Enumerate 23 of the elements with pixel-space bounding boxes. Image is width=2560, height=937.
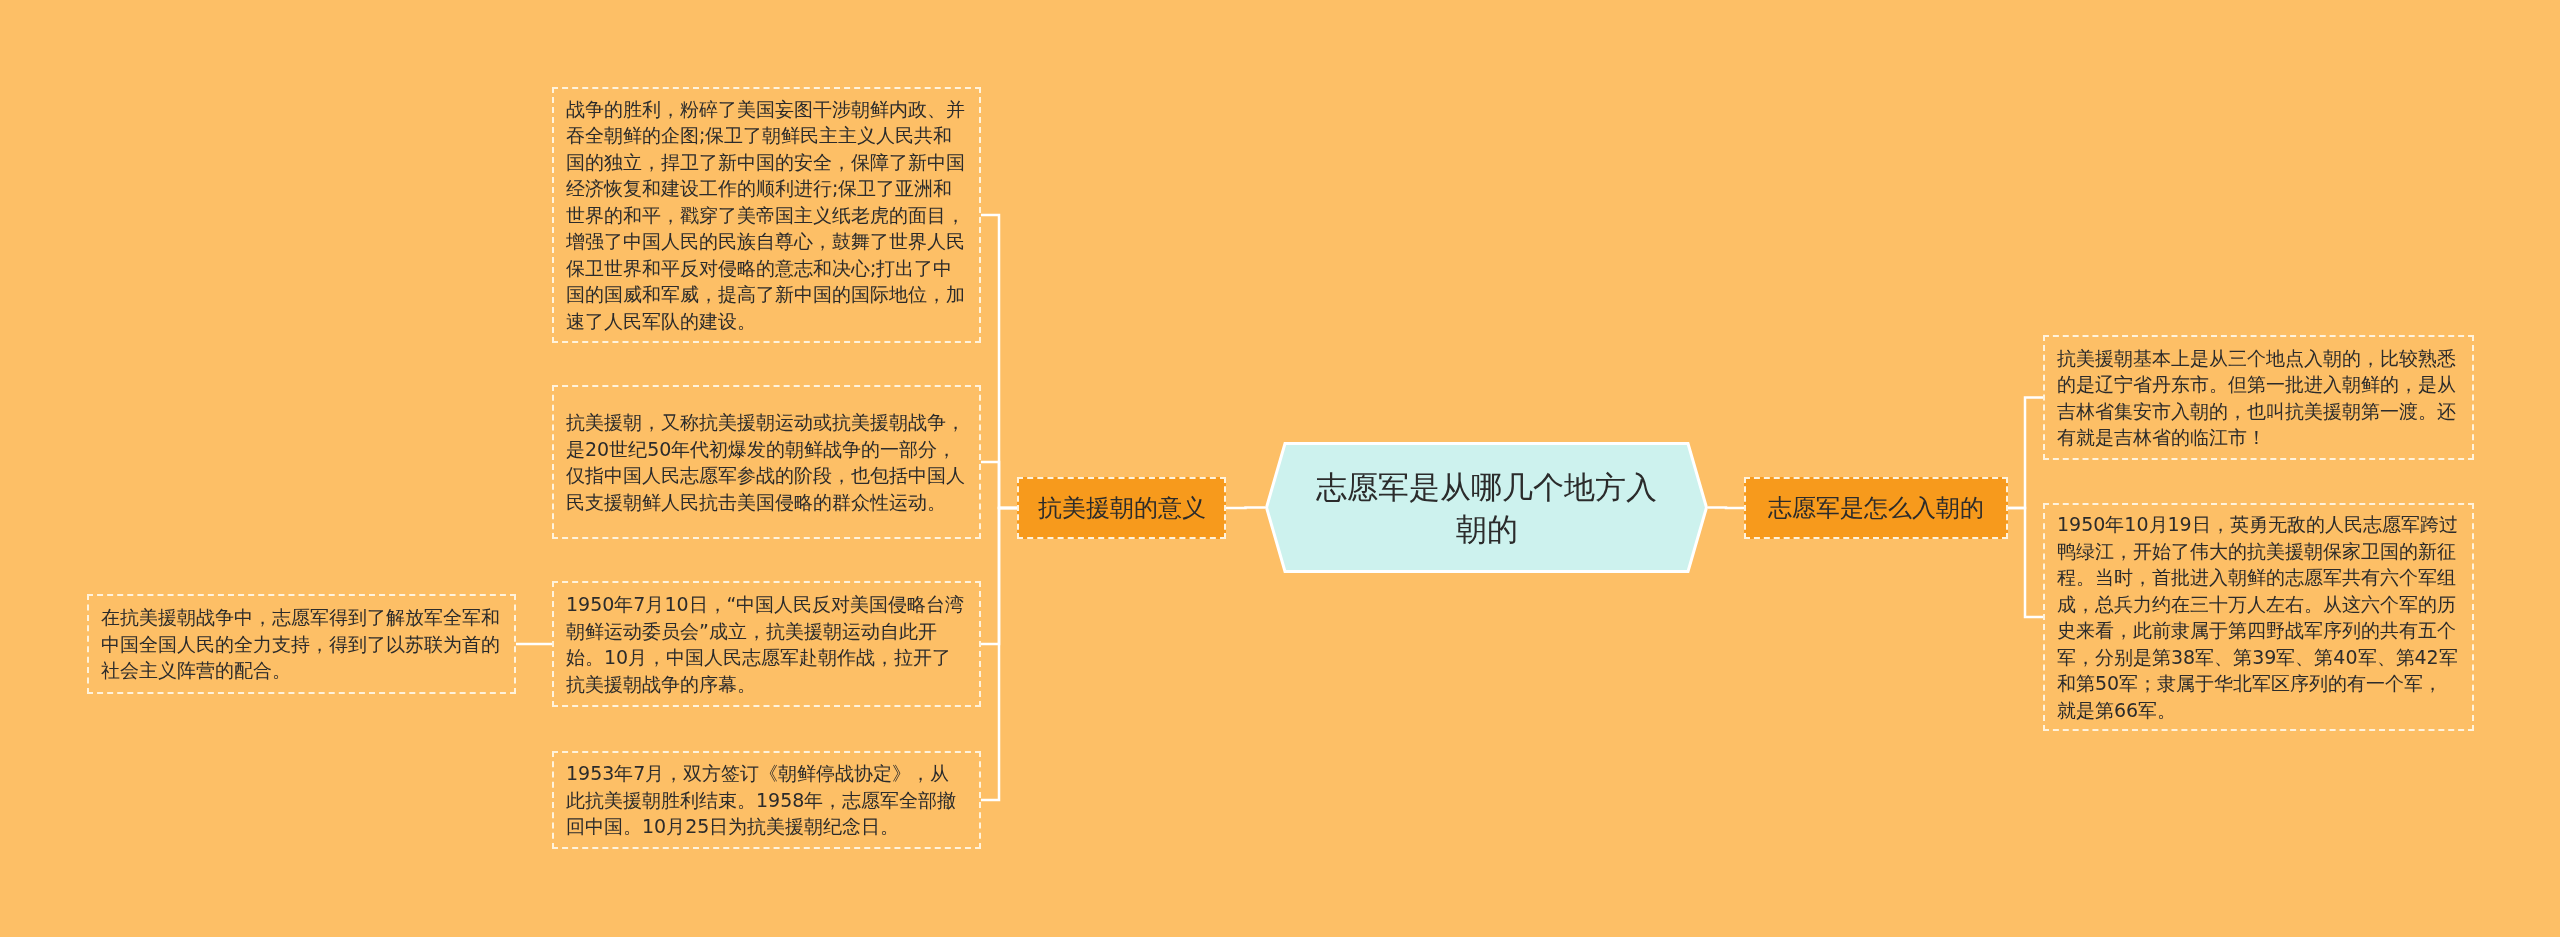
connector-line	[2008, 506, 2043, 619]
node-label: 志愿军是怎么入朝的	[1768, 493, 1984, 524]
branch-box	[1017, 477, 1226, 539]
branch-box	[1744, 477, 2008, 539]
text-box	[87, 594, 516, 694]
text-box	[552, 581, 981, 707]
connector-line	[1226, 506, 1265, 510]
connector-line	[981, 506, 1017, 802]
paragraph: 1953年7月，双方签订《朝鲜停战协定》，从此抗美援朝胜利结束。1958年，志愿军全部撤回中国。10月25日为抗美援朝纪念日。	[566, 761, 958, 840]
paragraph: 抗美援朝基本上是从三个地点入朝的，比较熟悉的是辽宁省丹东市。但第一批进入朝鲜的，是从吉林省集安市入朝的，也叫抗美援朝第一渡。还有就是吉林省的临江市！	[2057, 345, 2457, 450]
node-label: 抗美援朝的意义	[1037, 493, 1206, 524]
paragraph: 抗美援朝，又称抗美援朝运动或抗美援朝战争，是20世纪50年代初爆发的朝鲜战争的一部分，仅指中国人民志愿军参战的阶段，也包括中国人民支援朝鲜人民抗击美国侵略的群众性运动。	[566, 410, 966, 515]
paragraph: 在抗美援朝战争中，志愿军得到了解放军全军和中国全国人民的全力支持，得到了以苏联为首的社会主义阵营的配合。	[101, 605, 501, 684]
connector-line	[1708, 506, 1744, 510]
paragraph: 战争的胜利，粉碎了美国妄图干涉朝鲜内政、并吞全朝鲜的企图;保卫了朝鲜民主主义人民共和国的独立，捍卫了新中国的安全，保障了新中国经济恢复和建设工作的顺利进行;保卫了亚洲和世界的和平，戳穿了美帝国主义纸老虎的面目，增强了中国人民的民族自尊心，鼓舞了世界人民保卫世界和平反对侵略的意志和决心;打出了中国的国威和军威，提高了新中国的国际地位，加速了人民军队的建设。	[566, 96, 966, 334]
node-label: 志愿军是从哪几个地方入朝的	[1315, 467, 1658, 549]
topic-hexagon	[1265, 442, 1708, 573]
text-box	[552, 751, 981, 849]
text-box	[2043, 335, 2474, 460]
paragraph: 1950年7月10日，“中国人民反对美国侵略台湾朝鲜运动委员会”成立，抗美援朝运动自此开始。10月，中国人民志愿军赴朝作战，拉开了抗美援朝战争的序幕。	[566, 592, 966, 697]
paragraph: 1950年10月19日，英勇无敌的人民志愿军跨过鸭绿江，开始了伟大的抗美援朝保家卫国的新征程。当时，首批进入朝鲜的志愿军共有六个军组成，总兵力约在三十万人左右。从这六个军的历史来看，此前隶属于第四野战军序列的共有五个军，分别是第38军、第39军、第40军、第42军和第50军；隶属于华北军区序列的有一个军，就是第66军。	[2057, 512, 2459, 723]
connector-line	[516, 642, 552, 646]
text-box	[552, 385, 981, 539]
